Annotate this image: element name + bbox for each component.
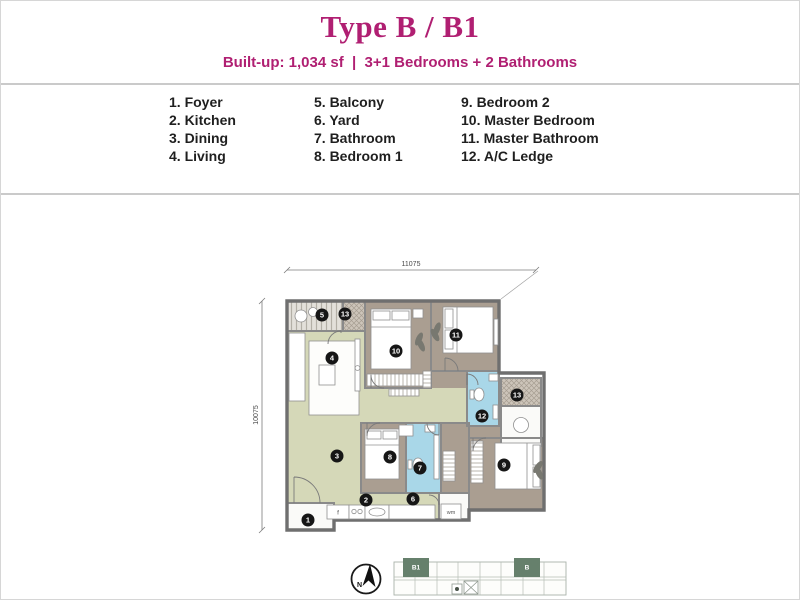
legend-item: 8. Bedroom 1 [314, 148, 403, 164]
badge-bedroom-2: 9 [502, 461, 506, 470]
shower-shelf [492, 404, 499, 420]
legend-item: 12. A/C Ledge [461, 148, 554, 164]
dimension-width-label: 11075 [402, 261, 421, 268]
keyplan-unit-b-label: B [525, 565, 530, 572]
legend-item: 9. Bedroom 2 [461, 94, 550, 110]
keyplan-unit-b [514, 558, 540, 577]
room-badges: 1 2 3 4 5 6 7 8 9 10 11 12 13 13 [301, 307, 524, 527]
keyplan-unit-b1-label: B1 [412, 565, 421, 572]
badge-balcony: 5 [320, 311, 324, 320]
unit-specs: Built-up: 1,034 sf | 3+1 Bedrooms + 2 Ba… [222, 54, 578, 71]
legend-item: 5. Balcony [314, 94, 385, 110]
legend-item: 6. Yard [314, 112, 360, 128]
divider-bottom [1, 193, 799, 195]
sofa [288, 332, 306, 402]
north-label: N [357, 582, 362, 589]
badge-ac-ledge: 12 [478, 412, 486, 421]
side-table [412, 308, 424, 319]
keyplan-unit-b1 [403, 558, 429, 577]
legend-item: 2. Kitchen [169, 112, 236, 128]
sink [488, 373, 499, 382]
badge-living: 4 [330, 354, 335, 363]
badge-foyer: 1 [306, 516, 310, 525]
coffee-table [318, 364, 336, 386]
badge-yard: 6 [411, 495, 415, 504]
badge-13-right: 13 [513, 391, 521, 400]
bath-counter [433, 434, 440, 480]
outer-wall [285, 299, 546, 532]
legend-item: 10. Master Bedroom [461, 112, 595, 128]
north-compass: N [350, 563, 382, 595]
badge-kitchen: 2 [364, 496, 368, 505]
kitchen-counter [388, 504, 436, 520]
tv-console [354, 338, 361, 392]
badge-master-bedroom: 10 [392, 347, 400, 356]
laundry-basin [513, 417, 529, 433]
washing-machine-label: wm [446, 510, 456, 516]
room-legend: 1. Foyer 2. Kitchen 3. Dining 4. Living … [169, 93, 599, 165]
toilet-tank [469, 389, 475, 400]
balcony-basin [294, 309, 308, 323]
legend-item: 1. Foyer [169, 94, 223, 110]
divider-top [1, 83, 799, 85]
dimension-lines [258, 266, 540, 534]
fridge-label: f [337, 510, 339, 517]
badge-dining: 3 [335, 452, 339, 461]
badge-13-top: 13 [341, 310, 349, 319]
legend-item: 3. Dining [169, 130, 229, 146]
badge-bathroom: 7 [418, 464, 422, 473]
page-title: Type B / B1 [320, 9, 480, 44]
sink [424, 424, 436, 433]
badge-bedroom-1: 8 [388, 453, 392, 462]
hob [348, 504, 366, 520]
badge-master-bathroom: 11 [452, 331, 460, 340]
door-swings [293, 330, 487, 506]
toilet [473, 387, 485, 402]
legend-item: 7. Bathroom [314, 130, 396, 146]
closet [398, 424, 414, 437]
building-keyplan: B1 B [393, 558, 567, 596]
toilet-tank [407, 459, 413, 470]
legend-column-1: 1. Foyer 2. Kitchen 3. Dining 4. Living [169, 93, 314, 165]
washing-machine [440, 503, 462, 520]
dimension-height-label: 10075 [253, 405, 260, 425]
floor-plan-drawing: 11075 10075 [253, 261, 546, 534]
keyplan-strip: N B1 B [350, 558, 567, 596]
plant-decor [414, 322, 544, 480]
floor-lamp [354, 365, 361, 371]
legend-item: 4. Living [169, 148, 226, 164]
furniture [288, 306, 542, 520]
dresser [493, 318, 499, 346]
legend-column-3: 9. Bedroom 2 10. Master Bedroom 11. Mast… [461, 93, 599, 165]
legend-item: 11. Master Bathroom [461, 130, 599, 146]
legend-column-2: 5. Balcony 6. Yard 7. Bathroom 8. Bedroo… [314, 93, 461, 165]
